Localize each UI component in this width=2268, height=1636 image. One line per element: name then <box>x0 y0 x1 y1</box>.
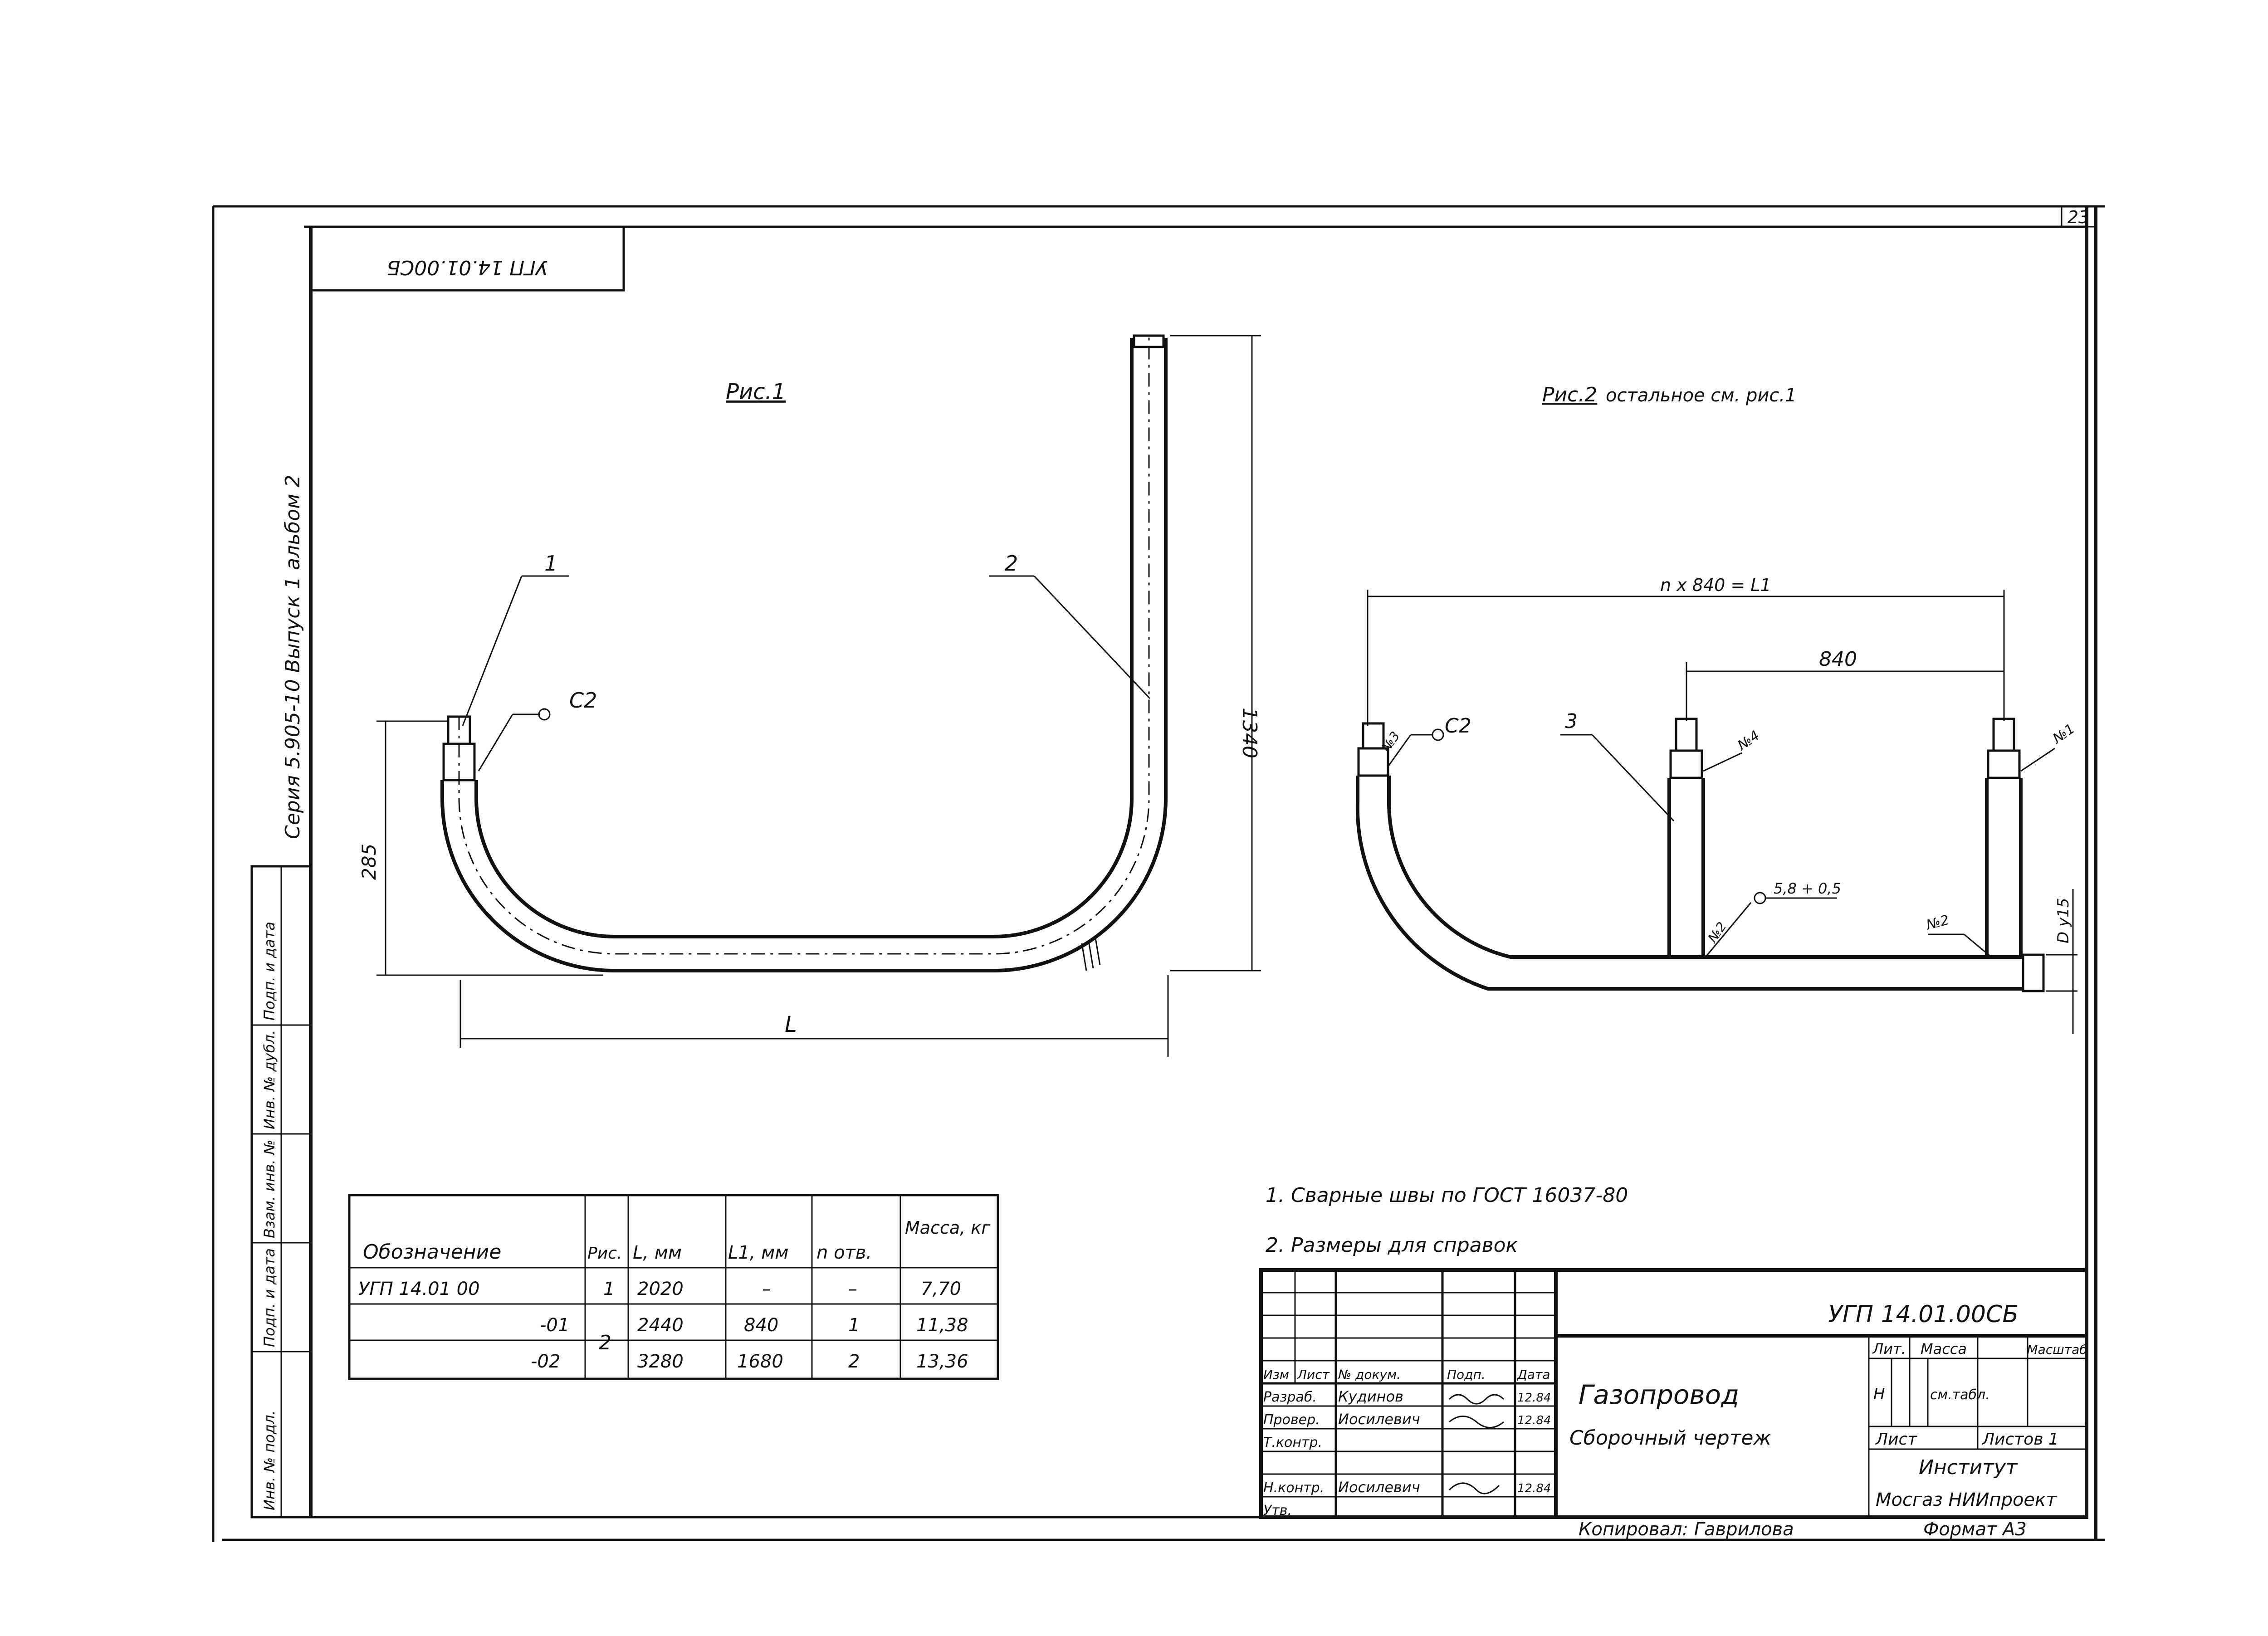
tb-org-1: Институт <box>1919 1456 2018 1479</box>
fig1-dim-height: 1340 <box>1238 708 1261 758</box>
fig2-dim-total: n x 840 = L1 <box>1660 575 1771 595</box>
series-text: Серия 5.905-10 Выпуск 1 альбом 2 <box>281 475 304 839</box>
tb-name: Газопровод <box>1579 1379 1739 1410</box>
fig2-num-2a: №2 <box>1705 919 1730 946</box>
fig2-weld-note: 5,8 + 0,5 <box>1774 880 1841 897</box>
tb-col-doc: № докум. <box>1337 1367 1401 1382</box>
tb-lit-value: Н <box>1873 1385 1885 1403</box>
tb-sheets-label: Листов 1 <box>1981 1430 2059 1449</box>
spec-r1-n: – <box>848 1279 857 1299</box>
tb-col-sign: Подп. <box>1447 1367 1486 1382</box>
tb-col-list: Лист <box>1297 1367 1330 1382</box>
fig1-dim-L: L <box>785 1012 797 1037</box>
spec-header-fig: Рис. <box>587 1244 622 1263</box>
side-stamp: Инв. № подл. Подп. и дата Взам. инв. № И… <box>250 865 312 1519</box>
fig1-weld-mark: С2 <box>569 688 597 713</box>
side-stamp-4: Инв. № дубл. <box>261 1030 278 1129</box>
sheet-number: 23 <box>2068 207 2089 227</box>
tb-org-2: Мосгаз НИИпроект <box>1876 1489 2057 1510</box>
spec-r2-designation: -01 <box>540 1315 569 1336</box>
spec-r2-L: 2440 <box>637 1315 684 1336</box>
stamp-code-rotated: УГП 14.01.00СБ <box>386 256 547 279</box>
fig2-title-note: остальное см. рис.1 <box>1606 385 1797 406</box>
spec-r2-L1: 840 <box>744 1315 778 1336</box>
tb-date-1: 12.84 <box>1517 1391 1551 1405</box>
tb-nkontr: Н.контр. <box>1263 1480 1324 1496</box>
tb-prover: Провер. <box>1263 1412 1320 1428</box>
side-stamp-1: Инв. № подл. <box>261 1410 278 1510</box>
side-stamp-2: Подп. и дата <box>261 1248 278 1347</box>
note-2: 2. Размеры для справок <box>1266 1234 1518 1257</box>
figure-2: Рис.2 остальное см. рис.1 n x 840 = L1 8… <box>1355 383 2078 1034</box>
fig2-num-2b: №2 <box>1924 912 1951 933</box>
stamp-code-box: УГП 14.01.00СБ <box>309 225 625 292</box>
signature-2 <box>1449 1416 1504 1428</box>
tb-doc-code: УГП 14.01.00СБ <box>1828 1301 2019 1328</box>
spec-header-n: n отв. <box>816 1242 872 1263</box>
fig1-title: Рис.1 <box>726 379 786 405</box>
spec-header-designation: Обозначение <box>363 1240 501 1264</box>
fig2-weld-mark: С2 <box>1445 714 1471 737</box>
spec-r3-mass: 13,36 <box>916 1351 968 1372</box>
signature-3 <box>1448 1482 1500 1494</box>
side-stamp-3: Взам. инв. № <box>261 1140 278 1238</box>
copied-by: Копировал: Гаврилова <box>1579 1519 1794 1540</box>
tb-scale-label: Масштаб <box>2027 1342 2087 1357</box>
spec-r1-mass: 7,70 <box>921 1279 961 1299</box>
tb-date-2: 12.84 <box>1517 1414 1551 1427</box>
fig2-num-4: №4 <box>1734 728 1763 754</box>
note-1: 1. Сварные швы по ГОСТ 16037-80 <box>1266 1184 1628 1207</box>
spec-r3-L: 3280 <box>637 1351 684 1372</box>
tb-lit-label: Лит. <box>1872 1340 1906 1358</box>
spec-r2-n: 1 <box>848 1315 860 1336</box>
fig1-label-1: 1 <box>544 551 557 576</box>
tb-razrab: Разраб. <box>1263 1389 1317 1405</box>
spec-r1-fig: 1 <box>603 1279 615 1299</box>
spec-r3-n: 2 <box>848 1351 860 1372</box>
spec-r2-fig: 2 <box>599 1331 611 1354</box>
fig2-dim-840: 840 <box>1819 648 1857 671</box>
tb-date-3: 12.84 <box>1517 1482 1551 1495</box>
spec-r1-L: 2020 <box>637 1279 684 1299</box>
title-block: УГП 14.01.00СБ Газопровод Сборочный черт… <box>1259 1268 2088 1519</box>
spec-r1-designation: УГП 14.01 00 <box>358 1279 480 1299</box>
tb-razrab-name: Кудинов <box>1338 1388 1403 1405</box>
tb-tkontr: Т.контр. <box>1263 1435 1322 1450</box>
spec-table: Обозначение Рис. L, мм L1, мм n отв. Мас… <box>348 1194 999 1380</box>
spec-header-L1: L1, мм <box>728 1242 789 1263</box>
tb-col-izm: Изм <box>1263 1367 1289 1382</box>
figure-1: Рис.1 1 2 С2 1340 285 <box>358 334 1261 1057</box>
tb-nkontr-name: Иосилевич <box>1338 1479 1420 1496</box>
spec-header-L: L, мм <box>633 1242 682 1263</box>
spec-r3-L1: 1680 <box>737 1351 783 1372</box>
tb-prover-name: Иосилевич <box>1338 1411 1420 1428</box>
spec-header-mass: Масса, кг <box>905 1218 991 1238</box>
fig2-num-1: №1 <box>2049 721 2078 747</box>
side-stamp-5: Подп. и дата <box>261 922 278 1021</box>
format-label: Формат А3 <box>1923 1519 2027 1540</box>
tb-mass-value: см.табл. <box>1930 1387 1990 1403</box>
fig2-label-3: 3 <box>1565 710 1578 733</box>
tb-subname: Сборочный чертеж <box>1569 1426 1771 1450</box>
signature-1 <box>1448 1394 1505 1405</box>
fig2-title: Рис.2 <box>1542 383 1597 406</box>
fig1-label-2: 2 <box>1005 551 1018 576</box>
tb-sheet-label: Лист <box>1875 1430 1917 1449</box>
tb-utv: Утв. <box>1263 1503 1292 1519</box>
tb-col-date: Дата <box>1516 1367 1550 1382</box>
fig2-dn-mark: D у15 <box>2054 898 2072 943</box>
spec-r3-designation: -02 <box>531 1351 560 1372</box>
fig1-dim-285: 285 <box>358 844 380 880</box>
spec-r2-mass: 11,38 <box>916 1315 968 1336</box>
spec-r1-L1: – <box>762 1279 771 1299</box>
tb-mass-label: Масса <box>1921 1340 1967 1358</box>
